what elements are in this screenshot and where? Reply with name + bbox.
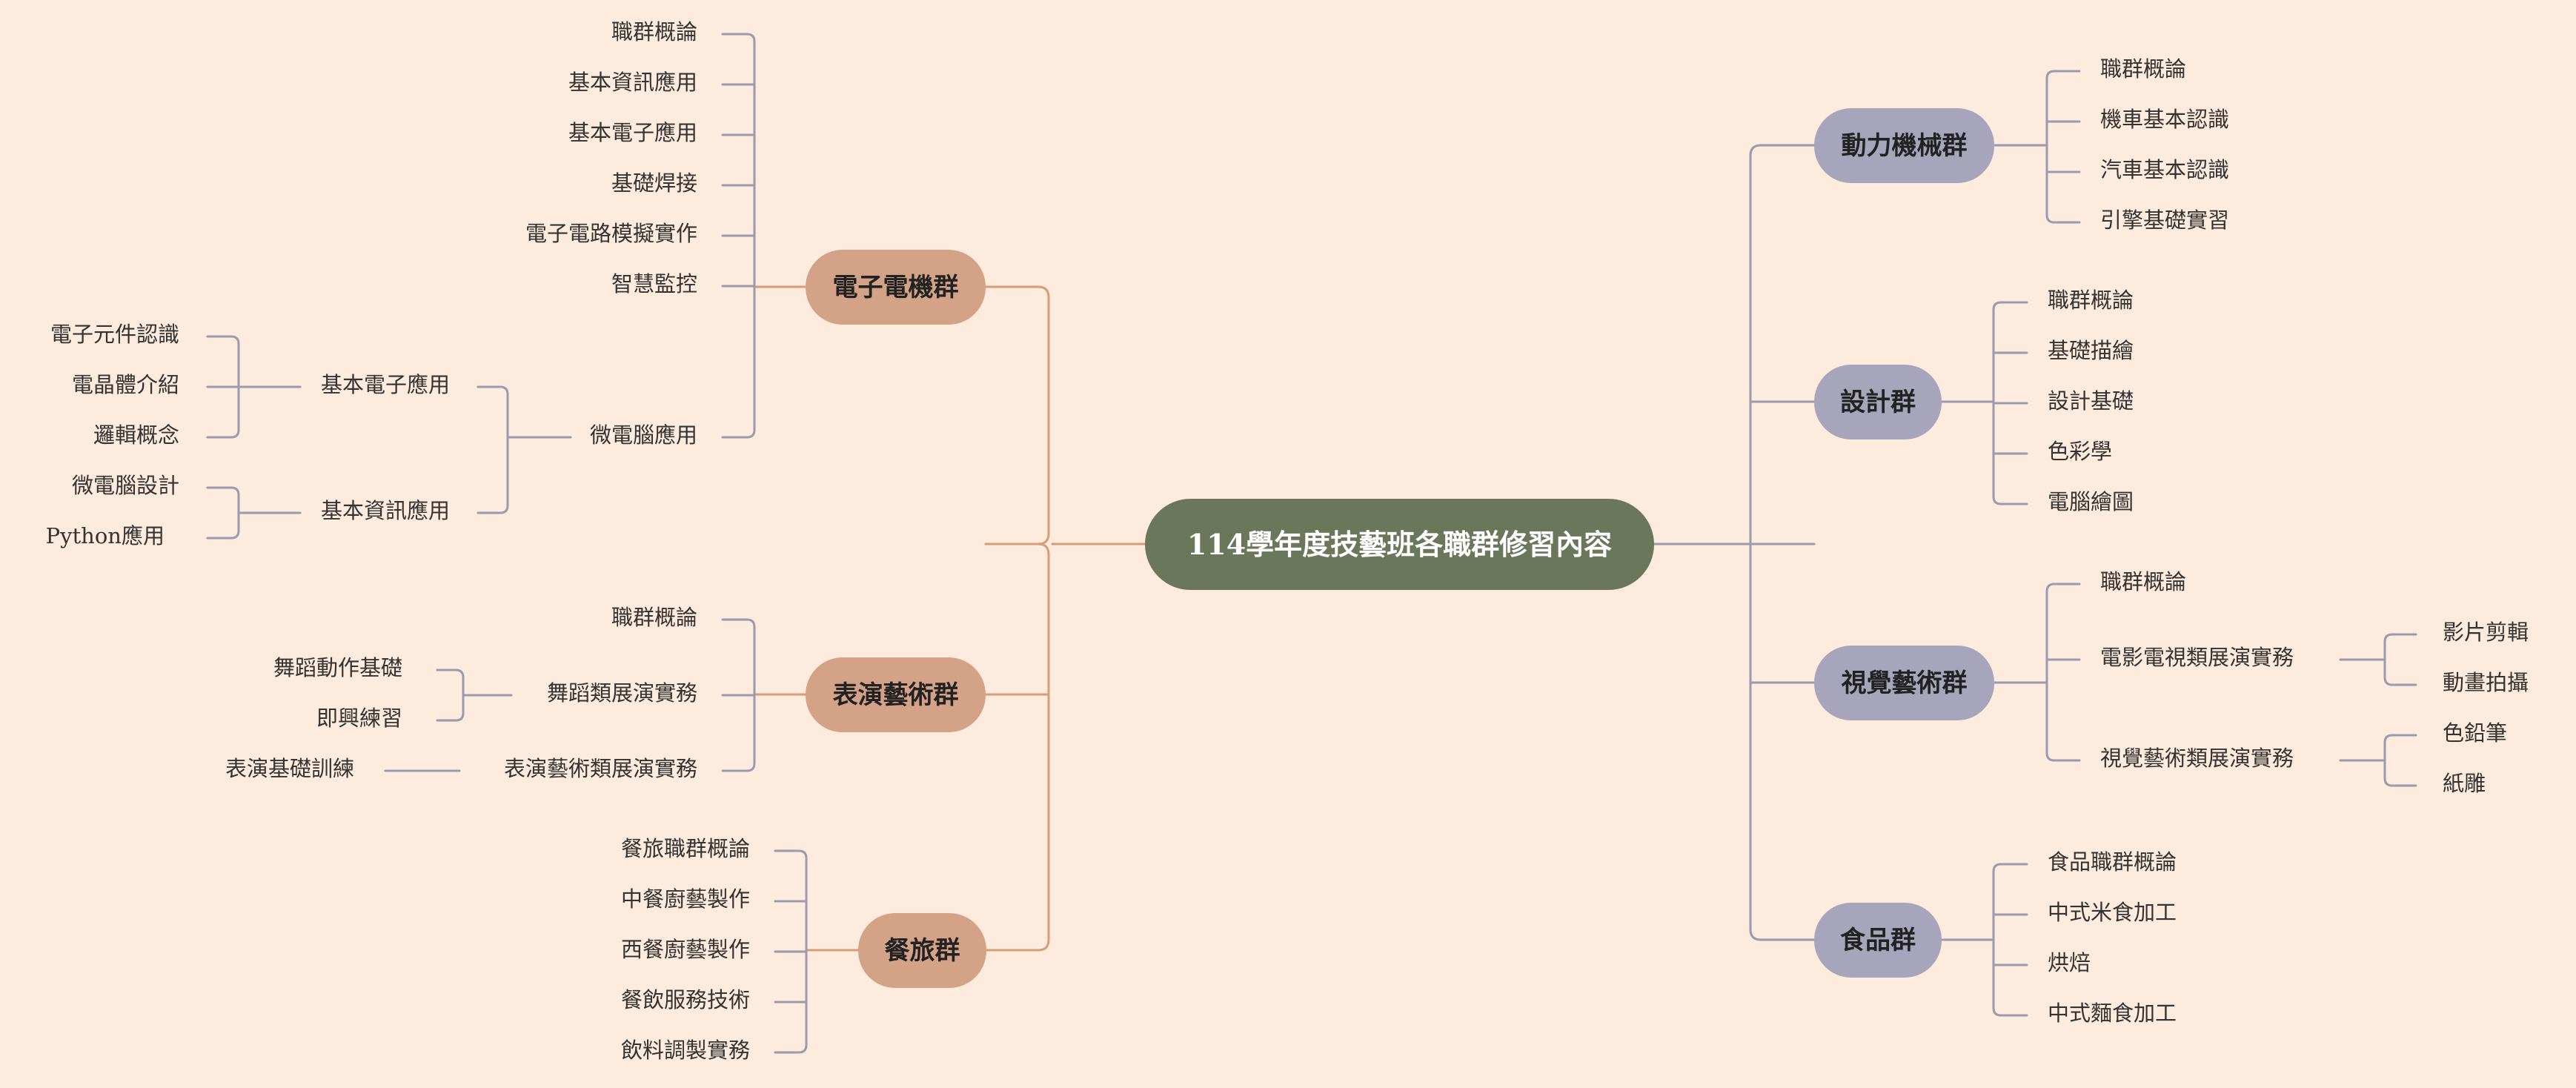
leaf-component-recognition[interactable]: 電子元件認識	[50, 322, 179, 347]
leaf-color-theory[interactable]: 色彩學	[2048, 439, 2113, 464]
leaf-paper-sculpture[interactable]: 紙雕	[2443, 771, 2486, 796]
leaf-acting-basics[interactable]: 表演基礎訓練	[225, 756, 354, 781]
leaf-micro-basic-info[interactable]: 基本資訊應用	[320, 498, 450, 523]
power-spine	[2045, 70, 2081, 224]
leaf-food-service[interactable]: 餐飲服務技術	[620, 987, 750, 1012]
leaf-film-tv[interactable]: 電影電視類展演實務	[2100, 645, 2294, 670]
leaf-microcomputer-design[interactable]: 微電腦設計	[71, 473, 179, 498]
leaf-motorcycle[interactable]: 機車基本認識	[2100, 107, 2230, 132]
performing-spine	[721, 618, 756, 772]
leaf-chinese-cooking[interactable]: 中餐廚藝製作	[620, 886, 750, 912]
basic-electronics-spine	[206, 335, 240, 439]
branch-visual-arts[interactable]: 視覺藝術群	[1814, 646, 1994, 720]
leaf-hospitality-intro[interactable]: 餐旅職群概論	[620, 836, 750, 861]
leaf-power-intro[interactable]: 職群概論	[2100, 56, 2187, 82]
leaf-food-intro[interactable]: 食品職群概論	[2048, 849, 2177, 875]
leaf-dance-performance[interactable]: 舞蹈類展演實務	[546, 680, 697, 706]
root-topic[interactable]: 114學年度技藝班各職群修習內容	[1145, 499, 1654, 590]
leaf-electronics-intro[interactable]: 職群概論	[611, 19, 697, 44]
branch-hospitality[interactable]: 餐旅群	[858, 913, 986, 988]
left-trunk-upper	[984, 285, 1050, 545]
branch-performing-arts[interactable]: 表演藝術群	[806, 657, 986, 732]
leaf-electronics-basic-electronics[interactable]: 基本電子應用	[568, 120, 697, 145]
leaf-python[interactable]: Python應用	[45, 523, 165, 548]
food-spine	[1992, 863, 2028, 1017]
branch-design[interactable]: 設計群	[1814, 365, 1942, 439]
leaf-design-basics[interactable]: 設計基礎	[2048, 388, 2134, 414]
leaf-beverage[interactable]: 飲料調製實務	[620, 1038, 750, 1063]
leaf-electronics-smart-monitor[interactable]: 智慧監控	[611, 271, 697, 296]
leaf-dance-basics[interactable]: 舞蹈動作基礎	[273, 655, 402, 680]
leaf-electronics-basic-info[interactable]: 基本資訊應用	[568, 70, 697, 95]
leaf-animation-shooting[interactable]: 動畫拍攝	[2443, 670, 2529, 695]
leaf-baking[interactable]: 烘焙	[2048, 950, 2091, 975]
leaf-engine[interactable]: 引擎基礎實習	[2100, 208, 2230, 233]
leaf-performing-intro[interactable]: 職群概論	[611, 605, 697, 630]
dance-spine	[436, 669, 465, 722]
leaf-noodle-processing[interactable]: 中式麵食加工	[2048, 1001, 2177, 1026]
basic-info-spine	[206, 486, 240, 540]
art-spine	[2383, 734, 2417, 787]
leaf-video-editing[interactable]: 影片剪輯	[2443, 620, 2529, 645]
leaf-electronics-microcomputer[interactable]: 微電腦應用	[589, 422, 697, 448]
right-trunk	[1749, 144, 1816, 941]
leaf-drama-performance[interactable]: 表演藝術類展演實務	[503, 756, 697, 781]
leaf-automobile[interactable]: 汽車基本認識	[2100, 157, 2230, 182]
design-spine	[1992, 301, 2028, 505]
leaf-improvisation[interactable]: 即興練習	[316, 706, 402, 731]
branch-power-machinery[interactable]: 動力機械群	[1814, 108, 1994, 183]
leaf-electronics-soldering[interactable]: 基礎焊接	[611, 170, 697, 196]
leaf-computer-graphics[interactable]: 電腦繪圖	[2048, 489, 2134, 514]
leaf-visual-intro[interactable]: 職群概論	[2100, 569, 2187, 594]
electronics-spine	[721, 33, 756, 439]
micro-spine	[477, 385, 509, 514]
visual-spine	[2045, 583, 2081, 762]
leaf-electronics-circuit-sim[interactable]: 電子電路模擬實作	[525, 221, 697, 246]
leaf-logic-concept[interactable]: 邏輯概念	[93, 422, 179, 448]
leaf-design-intro[interactable]: 職群概論	[2048, 288, 2134, 313]
leaf-visual-art-performance[interactable]: 視覺藝術類展演實務	[2100, 746, 2294, 771]
leaf-colored-pencil[interactable]: 色鉛筆	[2443, 720, 2508, 746]
film-spine	[2383, 633, 2417, 686]
leaf-rice-processing[interactable]: 中式米食加工	[2048, 900, 2177, 925]
branch-food[interactable]: 食品群	[1814, 903, 1942, 978]
hospitality-spine	[774, 849, 808, 1054]
left-trunk-lower	[984, 543, 1050, 952]
leaf-drawing[interactable]: 基礎描繪	[2048, 338, 2134, 363]
leaf-transistor-intro[interactable]: 電晶體介紹	[71, 372, 179, 397]
leaf-micro-basic-electronics[interactable]: 基本電子應用	[320, 372, 450, 397]
branch-electronics[interactable]: 電子電機群	[806, 250, 986, 325]
leaf-western-cooking[interactable]: 西餐廚藝製作	[620, 937, 750, 962]
